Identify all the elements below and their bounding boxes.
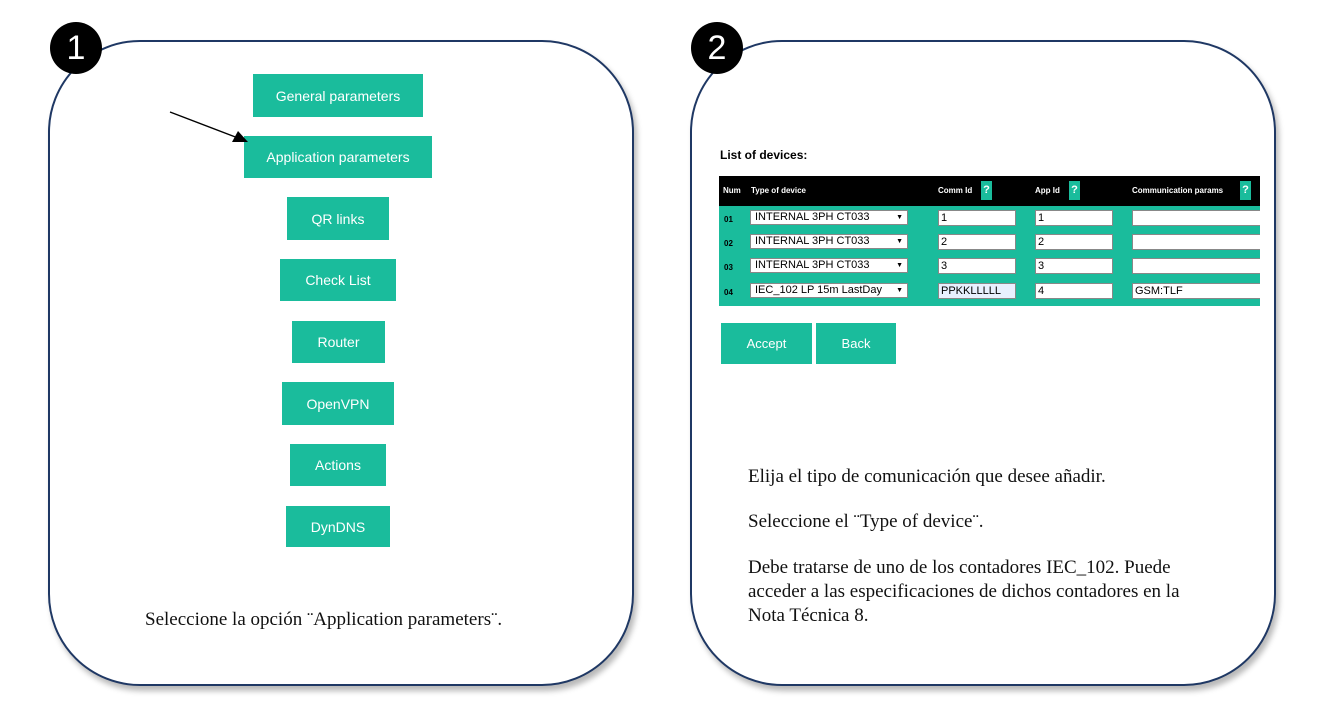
table-header: Num Type of device Comm Id ? App Id ? Co…	[719, 176, 1260, 206]
app-id-input[interactable]: 1	[1035, 210, 1113, 226]
device-type-select[interactable]: INTERNAL 3PH CT033 ▼	[750, 234, 908, 249]
menu-application-parameters[interactable]: Application parameters	[244, 136, 432, 178]
app-id-input[interactable]: 2	[1035, 234, 1113, 250]
back-button[interactable]: Back	[816, 323, 896, 364]
table-row: 04 IEC_102 LP 15m LastDay ▼ PPKKLLLLL 4 G…	[719, 281, 1260, 305]
table-row: 01 INTERNAL 3PH CT033 ▼ 1 1	[719, 208, 1260, 232]
app-id-input[interactable]: 3	[1035, 258, 1113, 274]
devices-title: List of devices:	[720, 148, 808, 162]
menu-dyndns[interactable]: DynDNS	[286, 506, 390, 547]
menu-actions[interactable]: Actions	[290, 444, 386, 486]
help-icon[interactable]: ?	[1069, 181, 1080, 200]
comm-params-input[interactable]	[1132, 210, 1260, 226]
device-type-select[interactable]: INTERNAL 3PH CT033 ▼	[750, 210, 908, 225]
col-app-id: App Id	[1035, 186, 1060, 195]
comm-params-input[interactable]	[1132, 258, 1260, 274]
row-number: 02	[724, 239, 733, 248]
step2-badge: 2	[691, 22, 743, 74]
device-type-value: INTERNAL 3PH CT033	[755, 235, 870, 247]
menu-general-parameters[interactable]: General parameters	[253, 74, 423, 117]
devices-table: Num Type of device Comm Id ? App Id ? Co…	[719, 176, 1260, 306]
device-type-select[interactable]: INTERNAL 3PH CT033 ▼	[750, 258, 908, 273]
col-num: Num	[723, 186, 741, 195]
step1-caption: Seleccione la opción ¨Application parame…	[145, 609, 503, 630]
app-id-input[interactable]: 4	[1035, 283, 1113, 299]
menu-router[interactable]: Router	[292, 321, 385, 363]
menu-check-list[interactable]: Check List	[280, 259, 396, 301]
device-type-value: IEC_102 LP 15m LastDay	[755, 284, 882, 296]
comm-params-input[interactable]	[1132, 234, 1260, 250]
comm-id-input[interactable]: PPKKLLLLL	[938, 283, 1016, 299]
help-icon[interactable]: ?	[981, 181, 992, 200]
device-type-select[interactable]: IEC_102 LP 15m LastDay ▼	[750, 283, 908, 298]
chevron-down-icon: ▼	[896, 214, 903, 221]
chevron-down-icon: ▼	[896, 287, 903, 294]
step2-caption-4: acceder a las especificaciones de dichos…	[748, 581, 1180, 602]
chevron-down-icon: ▼	[896, 238, 903, 245]
comm-params-input[interactable]: GSM:TLF	[1132, 283, 1260, 299]
col-comm-id: Comm Id	[938, 186, 973, 195]
comm-id-input[interactable]: 1	[938, 210, 1016, 226]
step2-caption-3: Debe tratarse de uno de los contadores I…	[748, 557, 1171, 578]
row-number: 03	[724, 263, 733, 272]
table-row: 03 INTERNAL 3PH CT033 ▼ 3 3	[719, 256, 1260, 280]
step2-caption-5: Nota Técnica 8.	[748, 605, 869, 626]
comm-id-input[interactable]: 3	[938, 258, 1016, 274]
device-type-value: INTERNAL 3PH CT033	[755, 211, 870, 223]
help-icon[interactable]: ?	[1240, 181, 1251, 200]
step1-badge: 1	[50, 22, 102, 74]
step2-caption-1: Elija el tipo de comunicación que desee …	[748, 466, 1106, 487]
step2-caption-2: Seleccione el ¨Type of device¨.	[748, 511, 984, 532]
device-type-value: INTERNAL 3PH CT033	[755, 259, 870, 271]
accept-button[interactable]: Accept	[721, 323, 812, 364]
col-type: Type of device	[751, 186, 806, 195]
col-comm-params: Communication params	[1132, 186, 1224, 195]
table-row: 02 INTERNAL 3PH CT033 ▼ 2 2	[719, 232, 1260, 256]
chevron-down-icon: ▼	[896, 262, 903, 269]
comm-id-input[interactable]: 2	[938, 234, 1016, 250]
row-number: 04	[724, 288, 733, 297]
menu-openvpn[interactable]: OpenVPN	[282, 382, 394, 425]
menu-qr-links[interactable]: QR links	[287, 197, 389, 240]
pointer-arrow-icon	[169, 111, 248, 142]
row-number: 01	[724, 215, 733, 224]
